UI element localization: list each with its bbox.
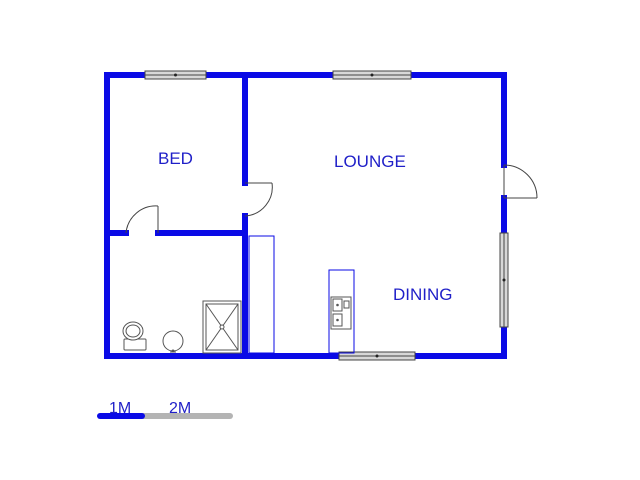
kitchen-sink-icon [330,296,352,330]
windows [144,70,509,361]
window-icon [338,351,416,361]
kitchen-counters [248,235,355,354]
window-icon [499,232,509,328]
door-swing-icon [125,205,159,234]
walls [104,72,507,359]
window-icon [332,70,412,80]
basin-icon [162,330,184,353]
toilet-icon [122,321,147,351]
room-label-bed: BED [158,149,193,168]
kitchen-island [328,269,355,354]
kitchen-counter [248,235,275,354]
door-swing-icon [244,182,273,217]
shower-tray-icon [202,300,242,354]
scale-label-1m: 1M [109,400,131,417]
door-swing-icon [503,164,538,199]
room-label-lounge: LOUNGE [334,152,406,171]
scale-bar: 1M 2M [97,400,233,419]
scale-label-2m: 2M [169,400,191,417]
window-icon [144,70,207,80]
room-label-dining: DINING [393,285,453,304]
doors [125,164,538,234]
